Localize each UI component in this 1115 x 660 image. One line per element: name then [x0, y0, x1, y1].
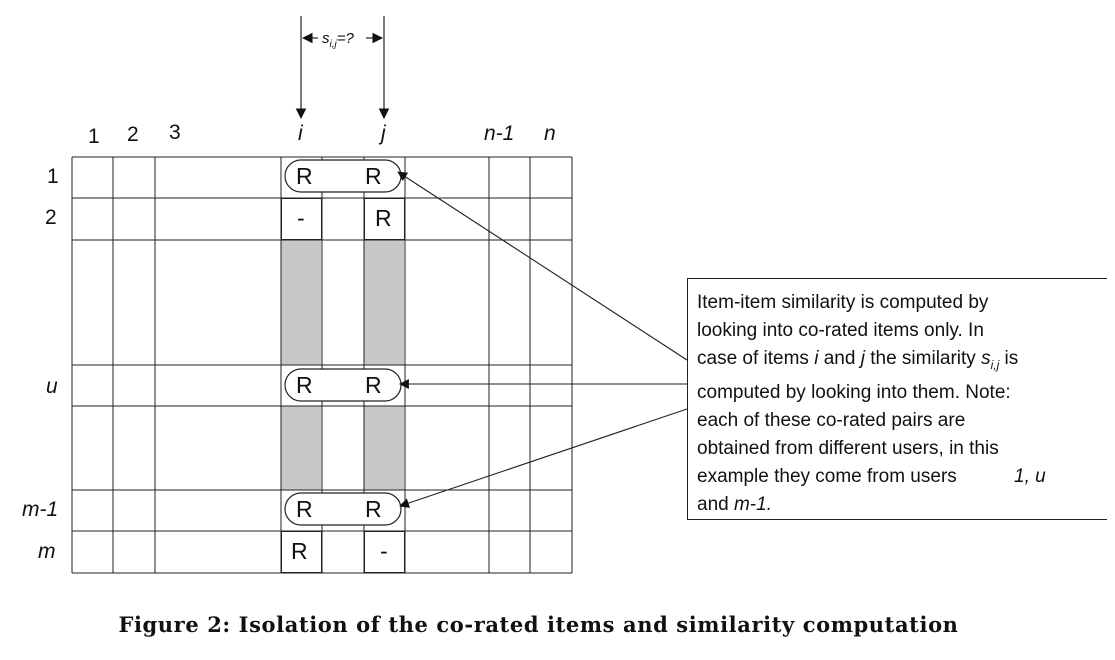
note-line-3: case of items i and j the similarity si,… [697, 348, 1019, 372]
cell-r2-i: - [297, 205, 305, 231]
col-label-i: i [298, 122, 304, 145]
col-label-n-1: n-1 [484, 122, 514, 145]
pointer-arrow-row-m-1 [399, 408, 688, 508]
col-label-n: n [544, 122, 556, 145]
cell-ru-j: R [365, 372, 382, 398]
pointer-arrow-row-1 [397, 171, 688, 361]
row-label-u: u [46, 375, 58, 398]
cell-rm-j: - [380, 538, 388, 564]
col-label-1: 1 [88, 125, 100, 148]
cell-rm1-j: R [365, 496, 382, 522]
note-line-4: computed by looking into them. Note: [697, 381, 1011, 403]
shade-col-i-bottom [281, 406, 321, 490]
figure-caption: Figure 2: Isolation of the co-rated item… [118, 612, 959, 637]
similarity-label: si,j=? [322, 30, 354, 50]
note-line-6: obtained from different users, in this [697, 437, 999, 459]
col-label-2: 2 [127, 123, 139, 146]
col-label-j: j [378, 122, 387, 145]
col-label-3: 3 [169, 121, 181, 144]
cell-r1-i: R [296, 163, 313, 189]
corated-pair-row-m-1 [284, 492, 402, 526]
note-line-5: each of these co-rated pairs are [697, 409, 966, 431]
row-label-m: m [38, 540, 56, 563]
row-label-1: 1 [47, 165, 59, 188]
shade-col-j-top [364, 240, 404, 365]
cell-rm1-i: R [296, 496, 313, 522]
cell-r1-j: R [365, 163, 382, 189]
cell-r2-j: R [375, 205, 392, 231]
note-line-1: Item-item similarity is computed by [697, 292, 989, 313]
note-line-2: looking into co-rated items only. In [697, 320, 984, 341]
shade-col-j-bottom [364, 406, 404, 490]
row-label-m-1: m-1 [22, 498, 58, 521]
shade-col-i-top [281, 240, 321, 365]
note-line-7: example they come from users 1, u [697, 465, 1046, 487]
explanation-note: Item-item similarity is computed by look… [687, 278, 1107, 520]
cell-ru-i: R [296, 372, 313, 398]
note-line-8: and m-1. [697, 493, 772, 515]
cell-rm-i: R [291, 538, 308, 564]
row-label-2: 2 [45, 206, 57, 229]
matrix-diagram: 1 2 3 i j n-1 n 1 2 u m-1 m R R - R R R … [22, 16, 688, 574]
